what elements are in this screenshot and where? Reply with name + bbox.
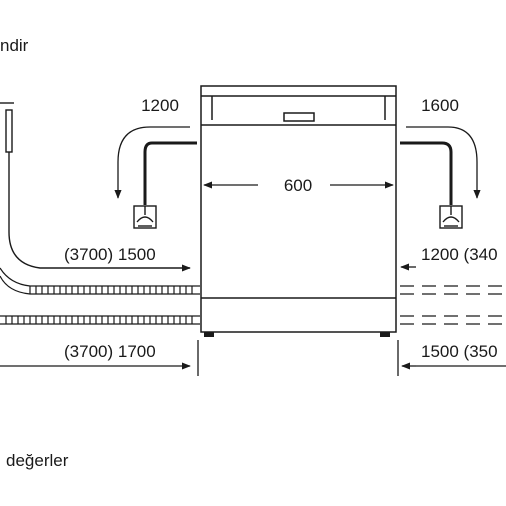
left-drain-hose [114,126,197,205]
drain-siphon-icon [439,205,463,229]
hose-right-lower-label: 1500 (350 [421,342,498,361]
caption-bottom-left: değerler [6,451,69,470]
dishwasher-outline [200,85,397,333]
hose-left-lower-dimension [0,340,199,376]
hose-right-upper-label: 1200 (340 [421,245,498,264]
corrugated-hose-upper [0,267,200,295]
drain-left-label: 1200 [141,96,179,115]
hose-left-lower-label: (3700) 1700 [64,342,156,361]
hose-left-upper-label: (3700) 1500 [64,245,156,264]
drain-right-label: 1600 [421,96,459,115]
water-tap-icon [0,102,191,272]
corrugated-hose-lower [0,315,200,325]
hose-right-lower-dimension [397,340,506,376]
dishwasher-feet [204,332,390,337]
width-dimension-label: 600 [284,176,312,195]
caption-top-left: ndir [0,36,29,55]
control-panel-display [283,112,315,122]
right-drain-hose [400,126,481,205]
drain-siphon-icon [133,205,157,229]
dashed-hose-right [400,285,506,325]
